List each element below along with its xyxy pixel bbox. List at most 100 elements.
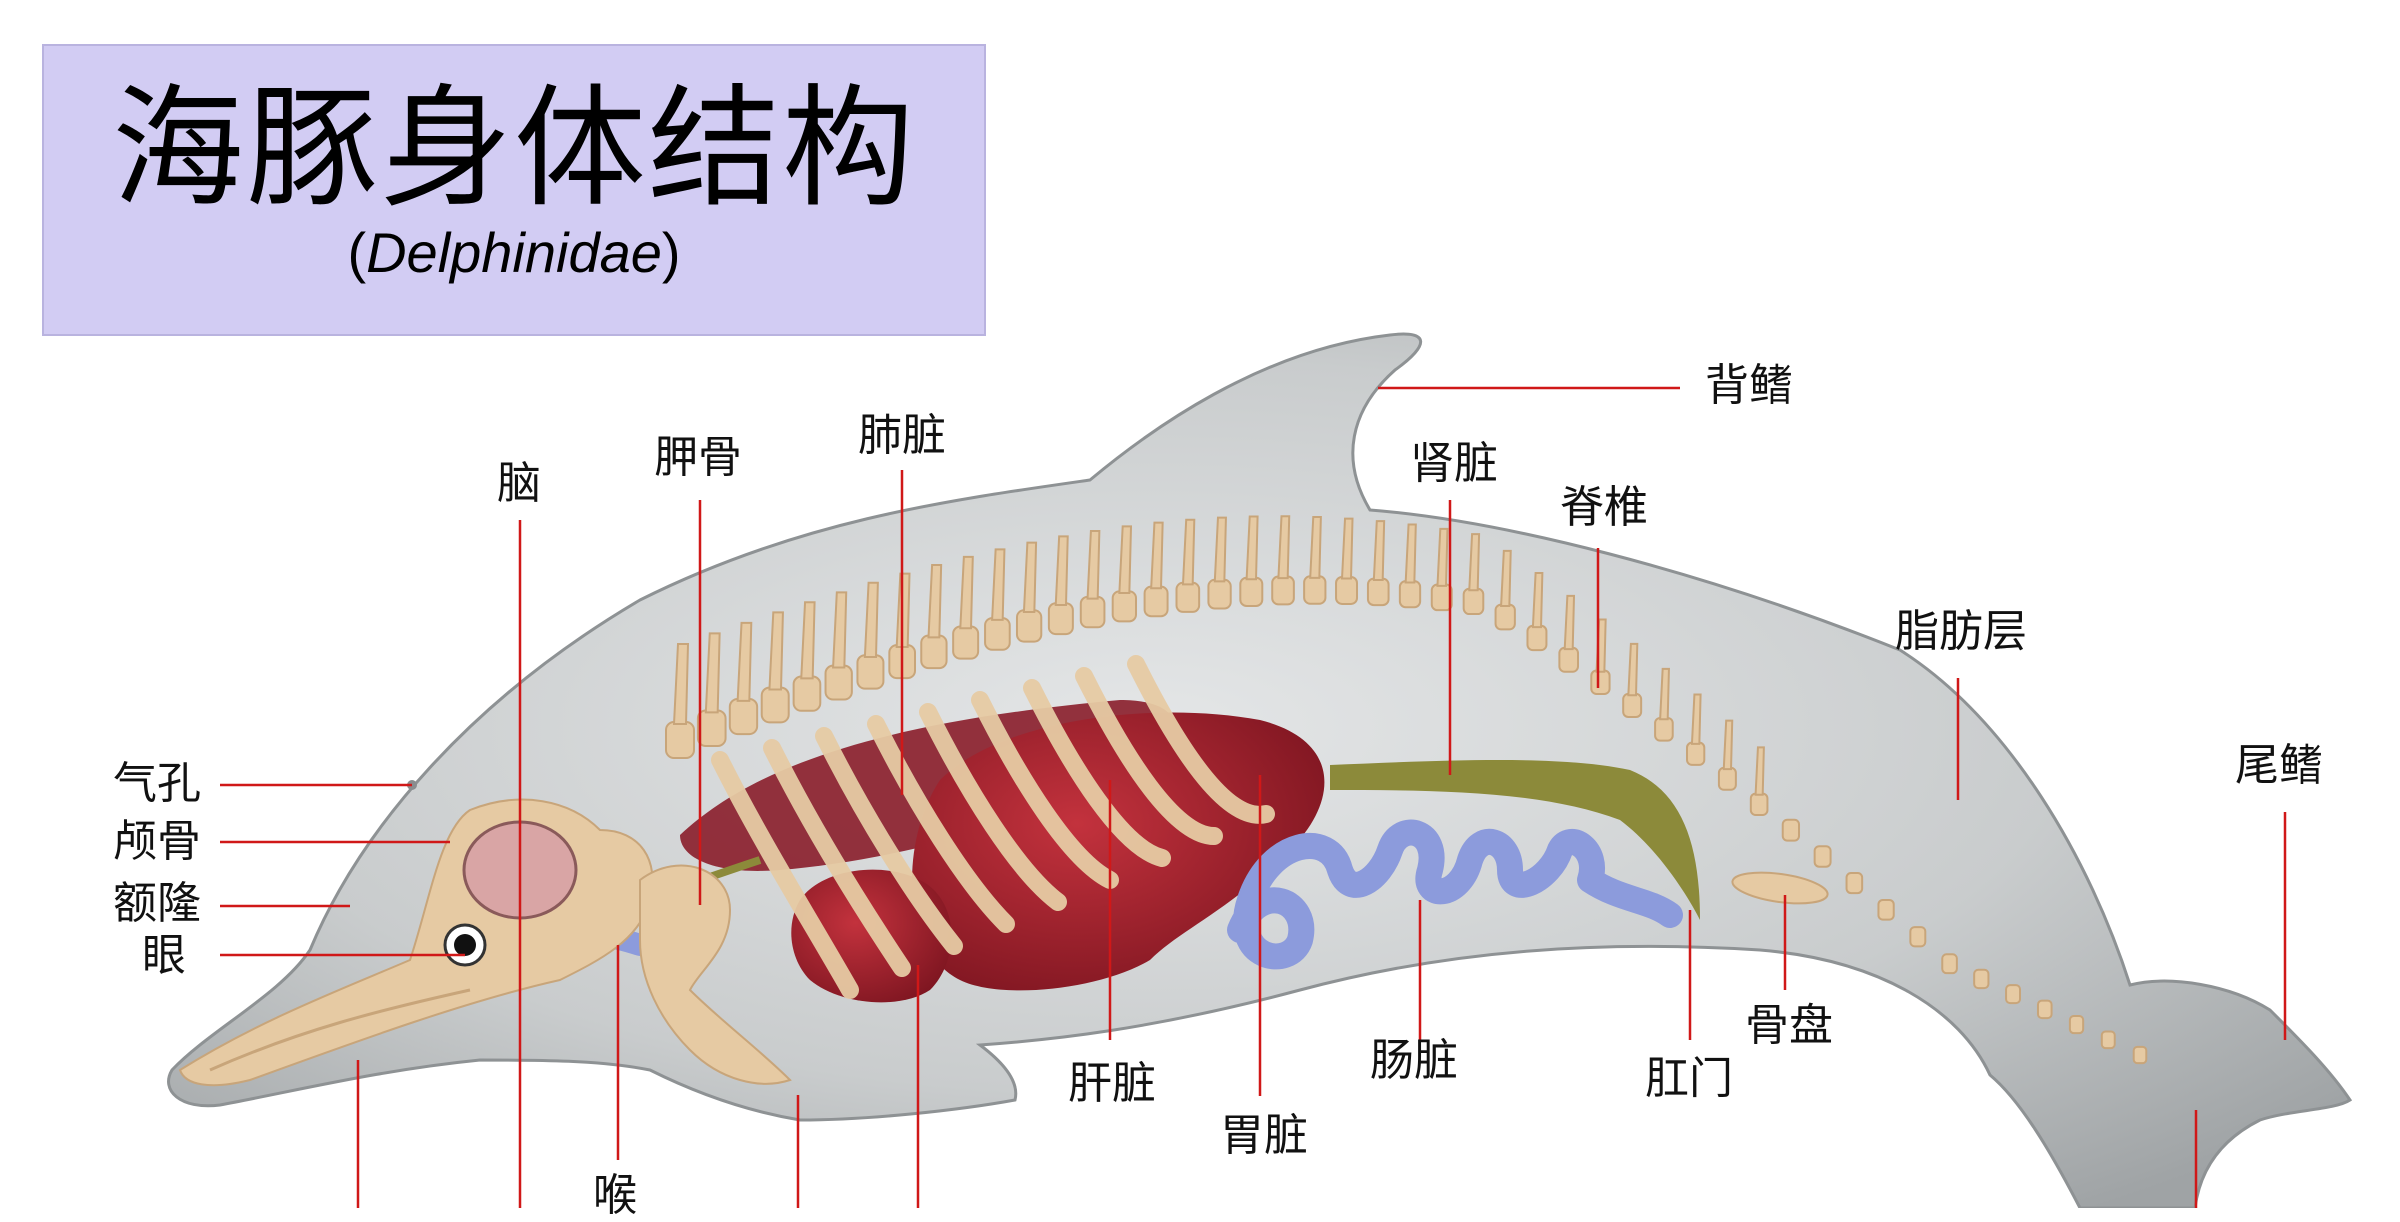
label-brain: 脑 <box>497 458 541 509</box>
label-skull: 颅骨 <box>113 816 201 867</box>
vertebra <box>1079 595 1106 629</box>
rib <box>711 751 859 999</box>
vertebra-spine-process <box>1309 515 1322 579</box>
vertebra-spine-process <box>1150 521 1164 590</box>
rib <box>1023 679 1171 867</box>
vertebra-spine-process <box>1372 520 1386 582</box>
vertebra <box>2100 1030 2116 1050</box>
subtitle-paren-close: ) <box>661 221 681 284</box>
label-spine: 脊椎 <box>1560 482 1648 533</box>
rib <box>867 715 1015 933</box>
vertebra <box>760 686 790 724</box>
vertebra-spine-process <box>1340 517 1354 580</box>
vertebra-spine-process <box>736 621 753 702</box>
vertebra-spine-process <box>1722 719 1734 771</box>
rib <box>1075 667 1223 845</box>
vertebra <box>1430 583 1453 612</box>
label-larynx: 喉 <box>593 1170 637 1221</box>
vertebra <box>1717 766 1737 791</box>
vertebra-spine-process <box>927 564 943 639</box>
vertebra <box>1781 818 1801 842</box>
vertebra-spine-process <box>1563 594 1576 651</box>
vertebra-spine-process <box>1181 518 1196 586</box>
label-intestine: 肠脏 <box>1370 1035 1458 1086</box>
vertebra <box>952 625 980 660</box>
vertebra <box>1686 741 1706 766</box>
vertebra <box>1941 953 1958 975</box>
vertebra <box>2005 984 2022 1005</box>
page-subtitle: (Delphinidae) <box>44 218 984 288</box>
vertebra-spine-process <box>768 611 784 691</box>
label-blowhole: 气孔 <box>113 758 201 809</box>
vertebra-spine-process <box>1690 693 1702 745</box>
vertebra <box>1845 871 1864 895</box>
eye-pupil <box>454 934 476 956</box>
label-blubber: 脂肪层 <box>1895 606 2027 657</box>
vertebra-spine-process <box>1468 533 1481 592</box>
vertebra <box>1526 624 1548 652</box>
title-box: 海豚身体结构 (Delphinidae) <box>42 44 986 336</box>
vertebra <box>824 664 853 701</box>
vertebra-spine-process <box>959 555 974 630</box>
vertebra-spine-process <box>1659 667 1670 721</box>
rib <box>919 703 1067 911</box>
vertebra <box>728 697 759 736</box>
label-scapula: 胛骨 <box>654 432 742 483</box>
label-liver: 肝脏 <box>1068 1058 1156 1109</box>
vertebra-spine-process <box>1627 642 1639 697</box>
vertebra <box>1494 603 1516 631</box>
vertebra <box>1175 581 1201 613</box>
vertebra <box>1239 576 1264 607</box>
vertebra <box>920 634 948 670</box>
vertebra <box>665 721 695 759</box>
vertebra <box>1909 926 1927 948</box>
label-melon: 额隆 <box>113 878 201 929</box>
pelvis-bone <box>1731 871 1829 905</box>
vertebra-spine-process <box>1118 525 1133 595</box>
vertebra <box>696 709 727 748</box>
vertebra-spine-process <box>1086 530 1101 600</box>
vertebra <box>1207 578 1232 610</box>
page-title: 海豚身体结构 <box>112 72 916 226</box>
scapula-bone <box>639 864 792 1085</box>
label-anus: 肛门 <box>1645 1053 1733 1104</box>
kidney-shape <box>1330 760 1700 920</box>
vertebra <box>1271 575 1295 606</box>
vertebra <box>1654 716 1674 742</box>
label-tail-fin: 尾鳍 <box>2235 740 2323 791</box>
rib <box>763 739 911 977</box>
label-stomach: 胃脏 <box>1220 1110 1308 1161</box>
vertebra <box>1015 609 1043 643</box>
vertebra <box>2068 1015 2085 1035</box>
vertebra-spine-process <box>1277 515 1291 580</box>
vertebra <box>1303 575 1327 605</box>
label-kidney: 肾脏 <box>1410 438 1498 489</box>
subtitle-latin-name: Delphinidae <box>366 221 662 284</box>
vertebra-spine-process <box>1022 541 1038 614</box>
spine-vertebrae <box>665 515 2148 1065</box>
vertebra <box>1590 669 1611 696</box>
label-eye: 眼 <box>142 930 186 981</box>
vertebra-spine-process <box>1754 746 1765 796</box>
rib <box>1127 655 1275 824</box>
vertebra <box>1335 575 1359 605</box>
vertebra <box>1558 646 1580 673</box>
ribs <box>711 655 1275 999</box>
leader-lines <box>220 386 2287 1208</box>
rib <box>971 691 1119 889</box>
vertebra <box>1622 692 1643 718</box>
vertebra-spine-process <box>832 591 848 669</box>
vertebra-spine-process <box>863 581 879 659</box>
vertebra <box>1047 602 1074 636</box>
vertebra <box>1973 968 1990 990</box>
rib <box>815 727 963 955</box>
vertebra-spine-process <box>1531 571 1544 629</box>
vertebra <box>2036 999 2053 1020</box>
label-dorsal-fin: 背鳍 <box>1705 360 1793 411</box>
vertebra-spine-process <box>991 548 1006 621</box>
vertebra <box>1813 845 1832 868</box>
vertebra <box>1366 577 1390 607</box>
skull-jaw-line <box>209 988 471 1072</box>
